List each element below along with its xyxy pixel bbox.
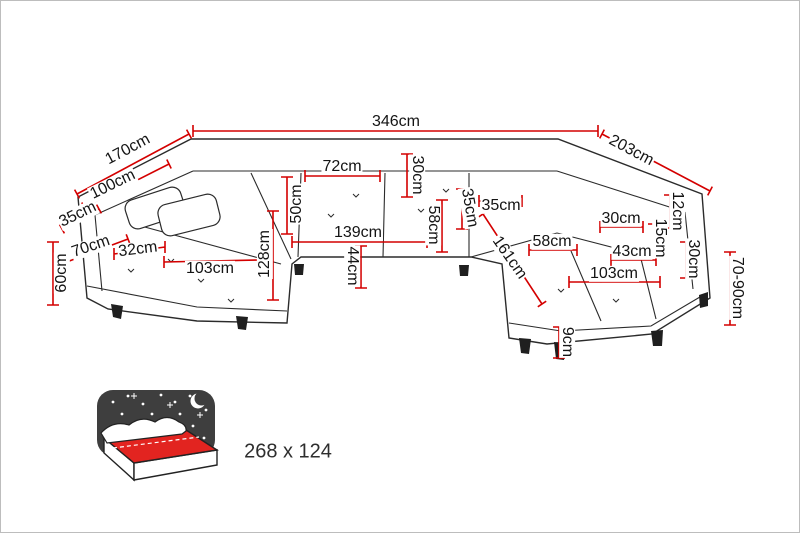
dim-center-depth: 58cm — [424, 204, 443, 246]
dim-left-chaise-depth: 128cm — [255, 228, 274, 280]
dim-storage-depth: 30cm — [408, 154, 427, 196]
dim-right-arm-b: 15cm — [651, 217, 670, 259]
dim-leg-height: 9cm — [558, 325, 577, 359]
dim-right-back-b: 12cm — [668, 190, 687, 232]
pillow-icon — [157, 193, 221, 237]
bed-mattress-fold-line — [112, 436, 200, 449]
dim-right-arm-c: 30cm — [684, 238, 703, 280]
star-cross-icons — [131, 393, 203, 418]
dim-seat-depth: 50cm — [287, 183, 306, 225]
dim-right-arm-a: 43cm — [611, 242, 653, 261]
crescent-moon-mask — [194, 391, 209, 406]
dim-right-height: 70-90cm — [728, 255, 747, 321]
bed-duvet — [100, 416, 187, 444]
dim-left-side-height: 60cm — [52, 252, 71, 294]
dim-right-seat: 58cm — [531, 232, 573, 251]
dim-seat-height: 44cm — [343, 245, 362, 287]
dim-right-chaise-width: 103cm — [588, 264, 640, 283]
dim-mid-right-b: 35cm — [480, 196, 522, 215]
sleeping-area-icon — [97, 390, 219, 482]
dim-back-width: 346cm — [370, 112, 422, 131]
dim-storage-width: 72cm — [321, 157, 363, 176]
sleeping-area-size-label: 268 x 124 — [244, 440, 332, 463]
dim-left-chaise-width: 103cm — [184, 259, 236, 278]
dim-right-back-a: 30cm — [600, 209, 642, 228]
dim-center-width: 139cm — [332, 223, 384, 242]
